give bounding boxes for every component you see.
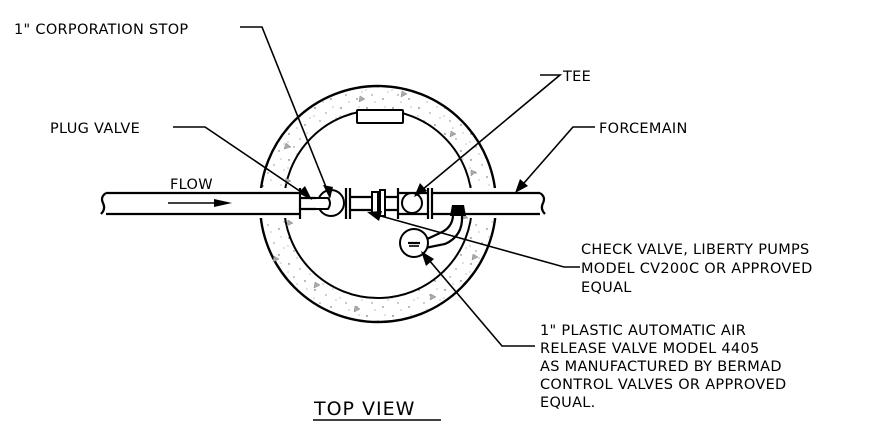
leader-lines — [173, 26, 595, 347]
tee-label: TEE — [562, 69, 591, 85]
forcemain-pipe — [452, 191, 546, 216]
air-release-label-line-2: RELEASE VALVE MODEL 4405 — [540, 341, 760, 357]
forcemain-label: FORCEMAIN — [599, 121, 688, 137]
air-release-label-line-5: EQUAL. — [540, 395, 596, 411]
plug-valve-label: PLUG VALVE — [50, 121, 140, 137]
air-release-valve — [399, 228, 429, 258]
air-release-label-line-1: 1" PLASTIC AUTOMATIC AIR — [540, 323, 746, 339]
check-valve-label-line-2: MODEL CV200C OR APPROVED — [581, 261, 813, 277]
check-valve-label-line-1: CHECK VALVE, LIBERTY PUMPS — [581, 242, 810, 258]
flow-arrow — [168, 199, 232, 207]
view-title: TOP VIEW — [313, 398, 415, 420]
air-release-label-line-3: AS MANUFACTURED BY BERMAD — [540, 359, 782, 375]
tee-fitting — [398, 188, 452, 219]
flow-label: FLOW — [170, 177, 213, 193]
check-valve-label-line-3: EQUAL — [581, 280, 632, 296]
air-release-label-line-4: CONTROL VALVES OR APPROVED — [540, 377, 787, 393]
plug-valve — [316, 188, 352, 219]
corporation-stop-label: 1" CORPORATION STOP — [14, 22, 188, 38]
